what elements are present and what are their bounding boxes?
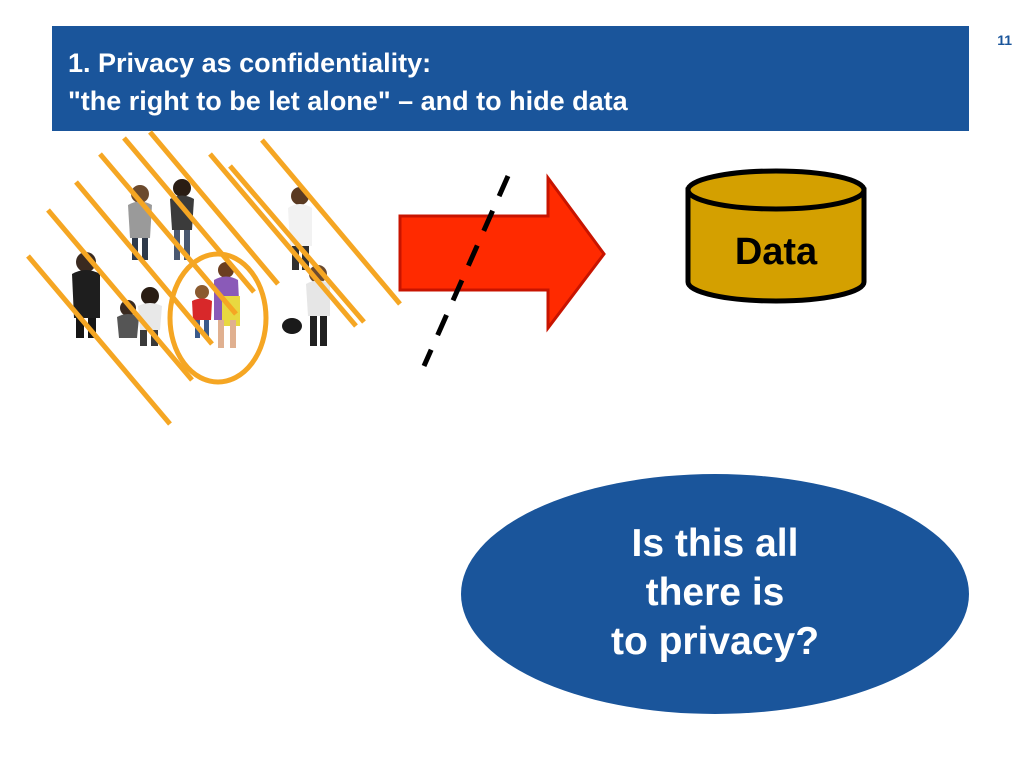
page-number: 11 <box>997 32 1012 48</box>
question-line3: to privacy? <box>610 620 820 663</box>
hatch-line <box>122 136 256 294</box>
highlighted-family <box>192 262 240 348</box>
hatch-line <box>208 152 358 328</box>
database-label: Data <box>735 231 818 273</box>
hatch-line <box>74 180 214 346</box>
dashed-barrier <box>421 174 511 368</box>
hatch-line <box>148 130 280 286</box>
hatch-line <box>26 254 172 426</box>
slide-title-line1: 1. Privacy as confidentiality: <box>68 48 432 78</box>
question-line1: Is this all <box>631 522 799 565</box>
hatch-line <box>228 164 366 324</box>
question-ellipse <box>461 474 969 714</box>
focus-circle <box>167 251 269 385</box>
hatch-line <box>98 152 238 316</box>
database-cylinder-icon: Data <box>685 168 867 304</box>
crowd-illustration <box>72 179 330 348</box>
right-arrow-icon <box>398 173 606 333</box>
question-line2: there is <box>645 571 785 614</box>
slide-title-line2: "the right to be let alone" – and to hid… <box>68 86 628 116</box>
question-text: Is this all there is to privacy? <box>461 474 969 714</box>
hatch-line <box>46 208 194 382</box>
hatch-lines <box>26 130 402 426</box>
title-bar: 1. Privacy as confidentiality: "the righ… <box>52 26 969 131</box>
hatch-line <box>260 138 402 306</box>
